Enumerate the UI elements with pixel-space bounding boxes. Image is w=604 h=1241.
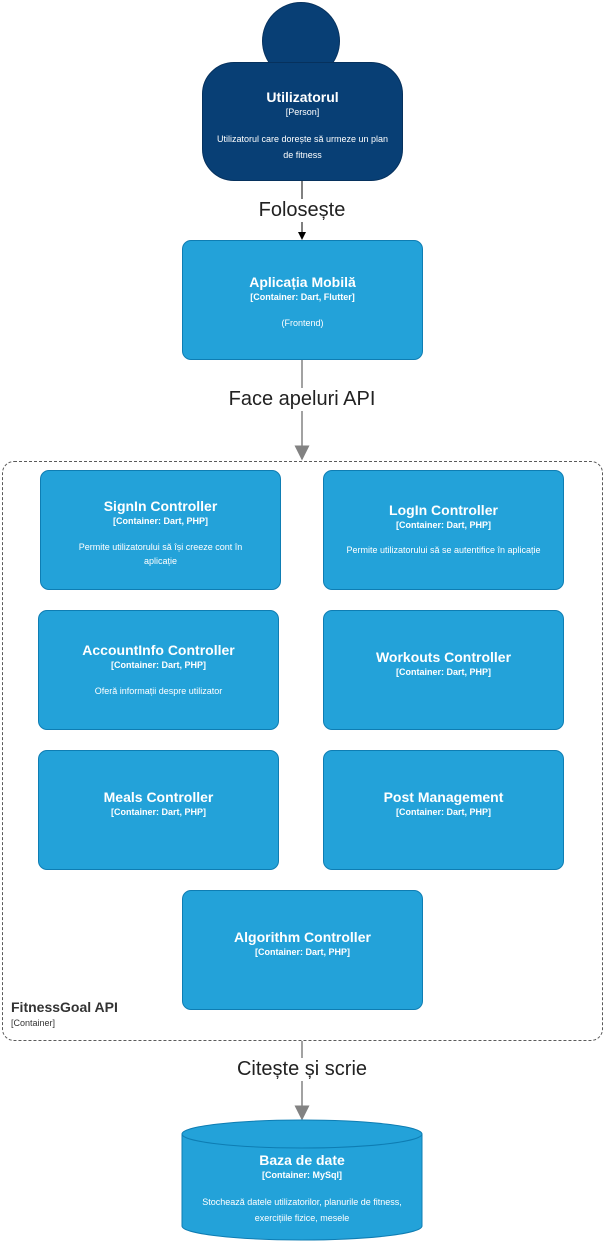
meals-controller-kind: [Container: Dart, PHP] [110, 807, 206, 817]
database-description: Stochează datele utilizatorilor, planuri… [202, 1197, 402, 1223]
login-controller-description: Permite utilizatorului să se autentifice… [346, 545, 541, 555]
mobile-app-name: Aplicația Mobilă [249, 274, 356, 290]
container-algorithm-controller[interactable]: Algorithm Controller [Container: Dart, P… [182, 890, 423, 1010]
person-utilizatorul[interactable]: Utilizatorul [Person] Utilizatorul care … [202, 62, 403, 181]
database-cylinder [181, 1119, 423, 1241]
container-meals-controller[interactable]: Meals Controller [Container: Dart, PHP] [38, 750, 279, 870]
workouts-controller-name: Workouts Controller [375, 649, 512, 665]
workouts-controller-kind: [Container: Dart, PHP] [395, 667, 491, 677]
algorithm-controller-name: Algorithm Controller [234, 929, 371, 945]
accountinfo-controller-description: Oferă informații despre utilizator [94, 686, 223, 696]
edge-uses-label: Folosește [242, 199, 362, 222]
signin-controller-name: SignIn Controller [103, 498, 218, 514]
container-accountinfo-controller[interactable]: AccountInfo Controller [Container: Dart,… [38, 610, 279, 730]
meals-controller-name: Meals Controller [103, 789, 214, 805]
api-boundary-kind: [Container] [11, 1018, 56, 1028]
signin-controller-description: Permite utilizatorului să își creeze con… [78, 542, 243, 566]
container-database[interactable]: Baza de date [Container: MySql] Stocheaz… [182, 1152, 422, 1226]
container-signin-controller[interactable]: SignIn Controller [Container: Dart, PHP]… [40, 470, 281, 590]
post-management-kind: [Container: Dart, PHP] [395, 807, 491, 817]
container-mobile-app[interactable]: Aplicația Mobilă [Container: Dart, Flutt… [182, 240, 423, 360]
api-boundary [2, 461, 603, 1041]
container-post-management[interactable]: Post Management [Container: Dart, PHP] [323, 750, 564, 870]
edge-reads-writes-label: Citește și scrie [212, 1058, 392, 1081]
edge-api-calls-label: Face apeluri API [202, 388, 402, 411]
person-name: Utilizatorul [266, 89, 339, 105]
person-description: Utilizatorul care dorește să urmeze un p… [216, 134, 389, 160]
api-boundary-title: FitnessGoal API [11, 999, 118, 1015]
container-login-controller[interactable]: LogIn Controller [Container: Dart, PHP] … [323, 470, 564, 590]
mobile-app-kind: [Container: Dart, Flutter] [250, 292, 355, 302]
database-kind: [Container: MySql] [262, 1170, 342, 1180]
algorithm-controller-kind: [Container: Dart, PHP] [254, 947, 350, 957]
mobile-app-description: (Frontend) [281, 318, 324, 328]
container-workouts-controller[interactable]: Workouts Controller [Container: Dart, PH… [323, 610, 564, 730]
login-controller-name: LogIn Controller [389, 502, 498, 518]
database-name: Baza de date [259, 1152, 345, 1168]
person-kind: [Person] [285, 107, 320, 117]
post-management-name: Post Management [383, 789, 504, 805]
login-controller-kind: [Container: Dart, PHP] [395, 520, 491, 530]
accountinfo-controller-kind: [Container: Dart, PHP] [110, 660, 206, 670]
signin-controller-kind: [Container: Dart, PHP] [112, 516, 208, 526]
accountinfo-controller-name: AccountInfo Controller [82, 642, 235, 658]
